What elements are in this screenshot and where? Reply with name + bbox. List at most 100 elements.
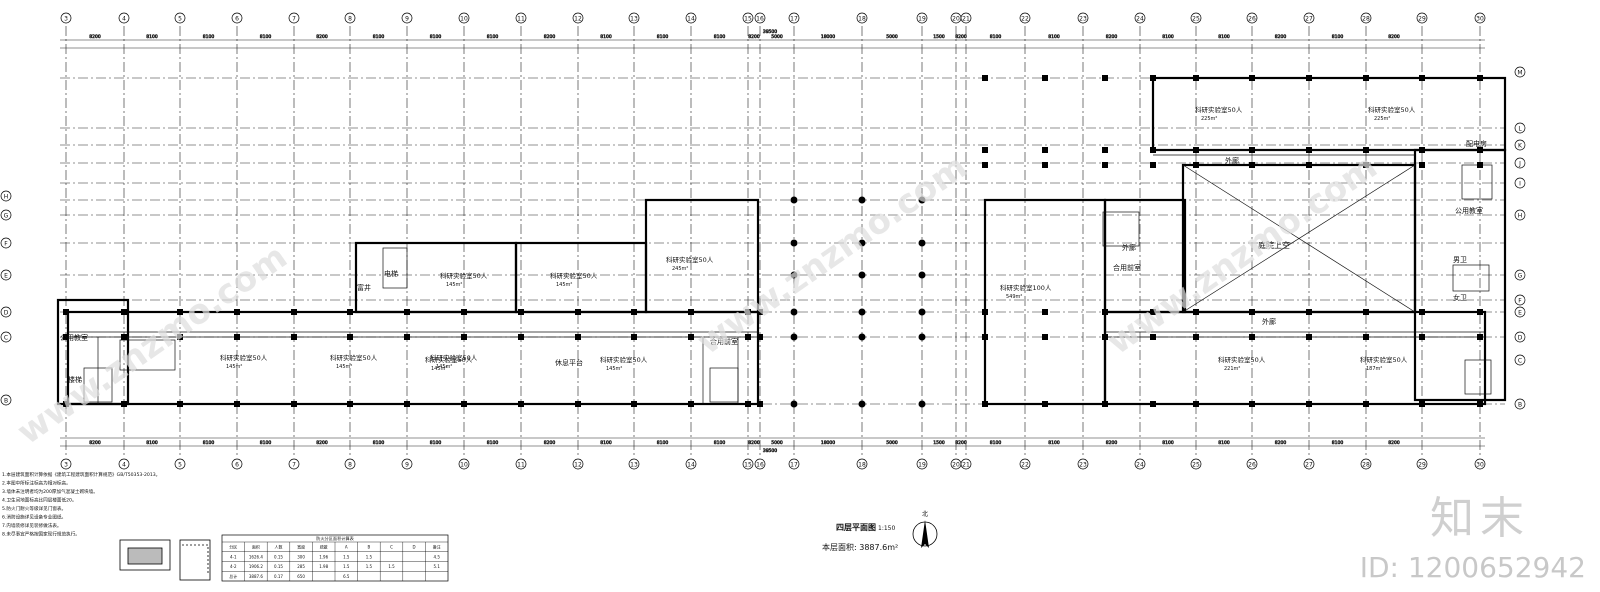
- dimension-text: 8200: [316, 34, 328, 40]
- column: [121, 309, 127, 315]
- elevator-label: 电梯: [384, 269, 398, 278]
- svg-text:10: 10: [460, 462, 468, 469]
- svg-text:21: 21: [962, 462, 970, 469]
- axis-bubble: 9: [401, 12, 413, 24]
- column: [461, 401, 467, 407]
- axis-bubble: F: [1514, 294, 1526, 306]
- dimension-text: 8100: [146, 34, 158, 40]
- column: [1363, 162, 1369, 168]
- column: [790, 196, 798, 204]
- svg-text:10: 10: [460, 16, 468, 23]
- axis-bubble: 3: [60, 458, 72, 470]
- svg-text:科研实验室50人: 科研实验室50人: [550, 271, 598, 280]
- table-cell: 1.5: [366, 554, 373, 559]
- dimension-text: 8100: [260, 440, 272, 446]
- svg-text:科研实验室100人: 科研实验室100人: [1000, 283, 1052, 292]
- axis-bubble: 9: [401, 458, 413, 470]
- axis-bubble: 12: [572, 458, 584, 470]
- svg-text:F: F: [4, 241, 8, 248]
- axis-bubble: 29: [1416, 458, 1428, 470]
- dimension-text: 8100: [990, 440, 1002, 446]
- table-cell: 总计: [229, 573, 237, 579]
- dimension-text: 8100: [1332, 34, 1344, 40]
- column: [1249, 162, 1255, 168]
- svg-text:6: 6: [235, 16, 239, 23]
- axis-bubble: 14: [685, 12, 697, 24]
- column: [1477, 162, 1483, 168]
- axis-bubble: 24: [1134, 12, 1146, 24]
- axis-bubble: 23: [1077, 458, 1089, 470]
- svg-text:30: 30: [1476, 16, 1484, 23]
- table-cell: 分区: [229, 544, 237, 550]
- corridor-label: 外廊: [1122, 243, 1136, 252]
- column: [404, 334, 410, 340]
- column: [688, 401, 694, 407]
- table-cell: 1626.4: [249, 554, 263, 559]
- svg-text:科研实验室50人: 科研实验室50人: [1368, 105, 1416, 114]
- table-cell: 1.96: [319, 554, 328, 559]
- column: [918, 308, 926, 316]
- dimension-text: 8200: [544, 440, 556, 446]
- column: [1102, 401, 1108, 407]
- axis-bubble: K: [1514, 139, 1526, 151]
- svg-text:145m²: 145m²: [606, 366, 622, 372]
- column: [1419, 401, 1425, 407]
- column: [982, 75, 988, 81]
- svg-text:25: 25: [1192, 16, 1200, 23]
- axis-bubble: 30: [1474, 12, 1486, 24]
- watermark-id: ID: 1200652942: [1359, 551, 1586, 584]
- svg-text:23: 23: [1079, 462, 1087, 469]
- svg-text:29: 29: [1418, 462, 1426, 469]
- svg-text:28: 28: [1362, 16, 1370, 23]
- column: [631, 401, 637, 407]
- table-cell: 6.5: [343, 574, 350, 579]
- column: [121, 401, 127, 407]
- svg-text:科研实验室50人: 科研实验室50人: [1360, 355, 1408, 364]
- column: [1419, 147, 1425, 153]
- dimension-text: 8100: [373, 34, 385, 40]
- dimension-text: 8100: [1162, 34, 1174, 40]
- note-line: 3.墙体未注明者均为200厚加气混凝土砌块墙。: [2, 488, 98, 495]
- table-cell: 宽度: [297, 544, 305, 550]
- column: [1193, 75, 1199, 81]
- column: [1306, 75, 1312, 81]
- female-toilet-label: 女卫: [1453, 293, 1467, 302]
- column: [982, 147, 988, 153]
- svg-text:7: 7: [292, 16, 296, 23]
- dimension-text: 8100: [714, 34, 726, 40]
- svg-text:C: C: [4, 335, 8, 342]
- dimension-text: 8200: [748, 34, 760, 40]
- axis-bubble: D: [0, 306, 12, 318]
- dimension-text: 8200: [1388, 440, 1400, 446]
- column: [1306, 401, 1312, 407]
- dimension-text: 8200: [544, 34, 556, 40]
- table-cell: 0.15: [274, 564, 283, 569]
- axis-bubble: C: [1514, 354, 1526, 366]
- svg-text:20: 20: [952, 462, 960, 469]
- table-cell: 5.1: [434, 564, 441, 569]
- axis-bubble: 20: [950, 12, 962, 24]
- axis-bubble: B: [1514, 398, 1526, 410]
- column: [121, 334, 127, 340]
- svg-text:E: E: [4, 273, 8, 280]
- column: [575, 309, 581, 315]
- axis-bubble: J: [1514, 157, 1526, 169]
- column: [1150, 309, 1156, 315]
- column: [858, 196, 866, 204]
- axis-bubble: 21: [960, 12, 972, 24]
- column: [858, 308, 866, 316]
- column: [1193, 147, 1199, 153]
- table-cell: A: [345, 545, 348, 550]
- column: [1042, 147, 1048, 153]
- column: [858, 271, 866, 279]
- svg-text:科研实验室50人: 科研实验室50人: [1195, 105, 1243, 114]
- svg-text:27: 27: [1305, 462, 1313, 469]
- dimension-text: 8100: [430, 440, 442, 446]
- svg-text:9: 9: [405, 462, 409, 469]
- column: [918, 271, 926, 279]
- column: [757, 309, 763, 315]
